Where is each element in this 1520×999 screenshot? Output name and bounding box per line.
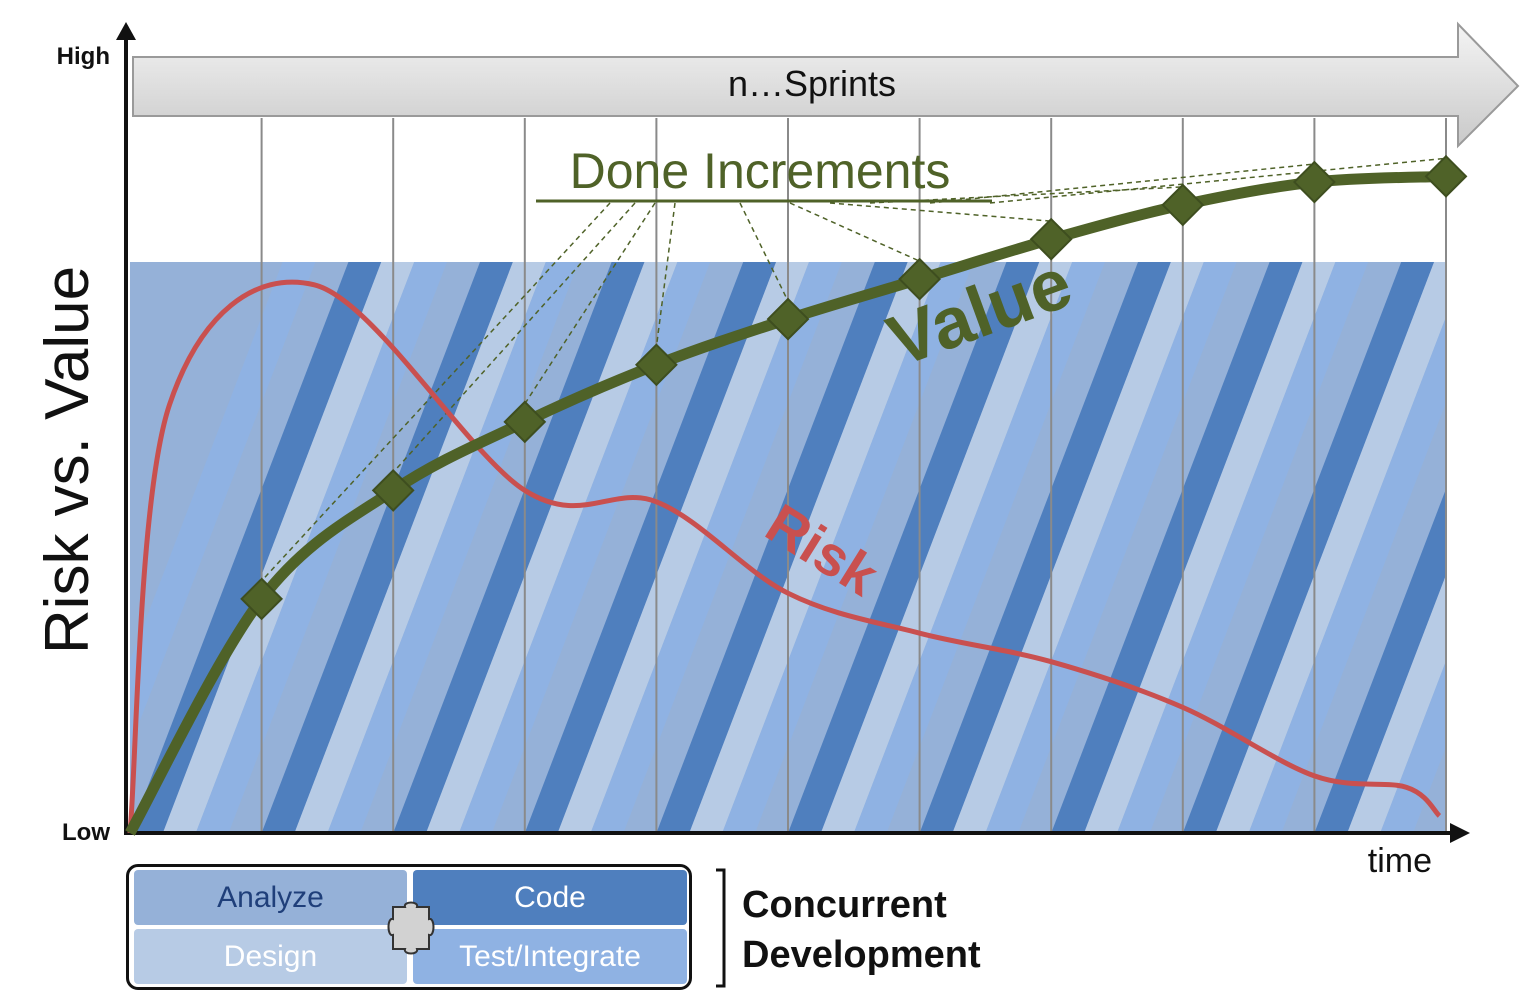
puzzle-piece-icon xyxy=(387,901,435,955)
legend-bracket xyxy=(716,868,726,988)
band-stripe xyxy=(952,262,1204,833)
band-stripe xyxy=(1281,402,1446,833)
band-stripe xyxy=(1117,262,1369,833)
band-stripe xyxy=(1215,262,1446,833)
value-markers xyxy=(240,154,1468,621)
done-increment-leader xyxy=(739,202,789,302)
band-stripe xyxy=(1446,262,1520,833)
done-increments-leaders xyxy=(261,157,1447,582)
done-increments-label: Done Increments xyxy=(570,143,951,199)
band-stripe xyxy=(261,262,513,833)
legend-analyze: Analyze xyxy=(134,870,407,925)
band-stripe xyxy=(130,262,382,833)
band-stripe xyxy=(1149,262,1402,833)
band-stripe xyxy=(426,262,678,833)
risk-curve xyxy=(127,279,1442,834)
band-stripe xyxy=(886,262,1138,833)
band-stripe xyxy=(656,262,908,833)
y-axis-low-label: Low xyxy=(62,819,110,846)
band-stripe xyxy=(491,262,744,833)
done-increment-marker xyxy=(766,297,810,341)
done-increment-marker xyxy=(240,577,284,621)
band-stripe xyxy=(788,262,1040,833)
legend-design: Design xyxy=(134,929,407,984)
band-stripe xyxy=(985,262,1237,833)
done-increment-marker xyxy=(1161,183,1205,227)
y-axis xyxy=(116,22,136,835)
band-stripe xyxy=(1248,316,1446,833)
band-stripe xyxy=(1347,574,1446,833)
band-stripe xyxy=(755,262,1007,833)
band-stripe xyxy=(623,262,875,833)
value-curve xyxy=(125,170,1447,836)
band-stripe xyxy=(393,262,645,833)
done-increment-marker xyxy=(1029,217,1073,261)
done-increment-leader xyxy=(829,202,1052,222)
band-stripe xyxy=(162,262,415,833)
band-stripe xyxy=(1314,488,1446,833)
band-stripe xyxy=(1479,262,1520,833)
done-increment-marker xyxy=(371,468,415,512)
sprint-dividers xyxy=(260,118,1447,833)
concurrent-label-line2: Development xyxy=(742,934,981,976)
y-axis-high-label: High xyxy=(57,43,110,70)
band-stripe xyxy=(327,262,579,833)
band-stripe xyxy=(1182,262,1435,833)
legend-test-integrate: Test/Integrate xyxy=(413,929,687,984)
concurrent-development-label: Concurrent Development xyxy=(742,880,981,980)
done-increment-leader xyxy=(929,163,1315,204)
done-increment-marker xyxy=(1292,160,1336,204)
band-stripe xyxy=(590,262,842,833)
done-increment-leader xyxy=(655,202,676,347)
done-increment-leader xyxy=(869,186,1183,204)
band-stripe xyxy=(557,262,809,833)
legend-code: Code xyxy=(413,870,687,925)
band-stripe xyxy=(524,262,777,833)
x-axis-arrowhead-icon xyxy=(1450,823,1470,843)
band-stripe xyxy=(1018,262,1270,833)
band-stripe xyxy=(1380,660,1446,833)
y-axis-arrowhead-icon xyxy=(116,22,136,40)
sprints-label: n…Sprints xyxy=(728,63,896,104)
done-increment-leader xyxy=(392,202,636,473)
band-stripe xyxy=(228,262,480,833)
band-stripe xyxy=(820,262,1073,833)
concurrent-development-legend: Analyze Code Design Test/Integrate xyxy=(126,864,692,990)
x-axis xyxy=(124,823,1470,843)
x-axis-title: time xyxy=(1368,842,1432,880)
sprints-arrow: n…Sprints xyxy=(132,21,1520,149)
concurrent-label-line1: Concurrent xyxy=(742,884,947,926)
y-axis-title: Risk vs. Value xyxy=(33,266,102,654)
done-increment-marker xyxy=(1424,154,1468,198)
band-stripe xyxy=(919,262,1171,833)
band-stripe xyxy=(294,262,546,833)
band-stripe xyxy=(1512,262,1520,833)
band-stripe xyxy=(195,262,448,833)
concurrent-development-band xyxy=(130,262,1520,833)
done-increment-marker xyxy=(634,343,678,387)
band-stripe xyxy=(459,262,711,833)
band-stripe xyxy=(853,262,1106,833)
done-increment-leader xyxy=(989,157,1447,204)
done-increment-leader xyxy=(789,202,920,262)
band-stripe xyxy=(689,262,941,833)
done-increment-leader xyxy=(524,202,656,405)
done-increment-leader xyxy=(261,202,611,582)
done-increment-marker xyxy=(898,257,942,301)
band-stripe xyxy=(722,262,974,833)
done-increment-marker xyxy=(503,400,547,444)
band-stripe xyxy=(1051,262,1303,833)
